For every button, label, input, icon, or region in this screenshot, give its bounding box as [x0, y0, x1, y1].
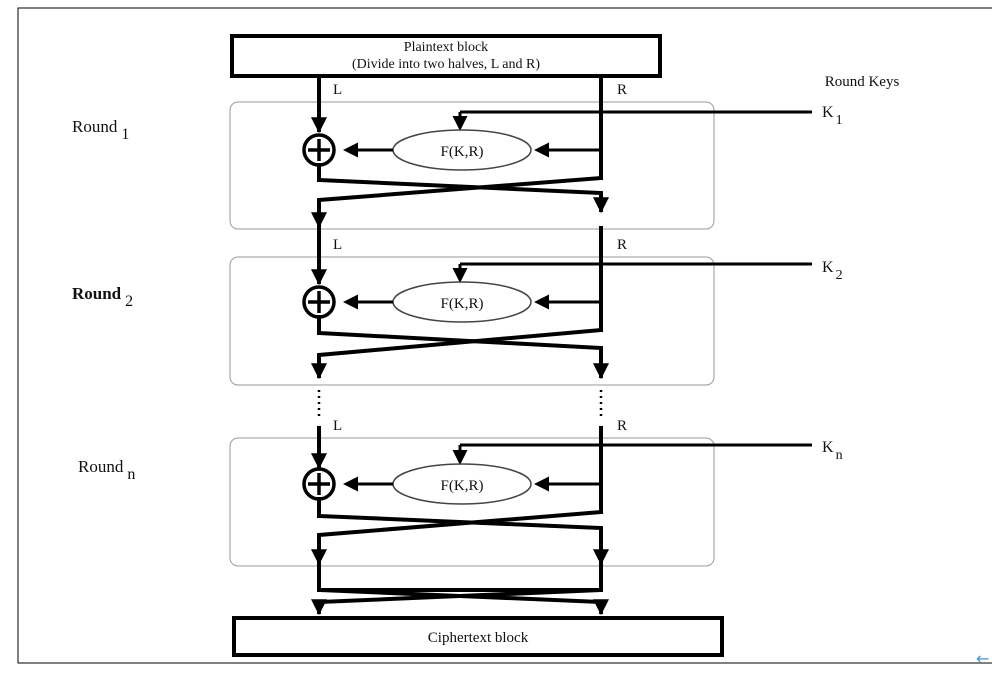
plaintext-subtitle: (Divide into two halves, L and R): [352, 57, 540, 72]
round-1-right-label: R: [617, 82, 627, 98]
return-arrow-icon: ←: [976, 649, 989, 668]
round-2-box: [229, 256, 715, 386]
ellipsis-connector: [317, 390, 603, 418]
round-2-right-label: R: [617, 237, 627, 253]
round-1-box: [229, 101, 715, 230]
round-2-left-label: L: [333, 237, 342, 253]
final-swap: [311, 564, 609, 616]
round-n-f-label: F(K,R): [441, 478, 484, 494]
round-1-f-label: F(K,R): [441, 144, 484, 160]
round-n-left-label: L: [333, 418, 342, 434]
round-2-f-label: F(K,R): [441, 296, 484, 312]
plaintext-title: Plaintext block: [404, 40, 488, 55]
round-n-xor-icon: [302, 467, 336, 501]
round-1-left-label: L: [333, 82, 342, 98]
ciphertext-label: Ciphertext block: [428, 630, 529, 646]
ciphertext-block: Ciphertext block: [232, 616, 724, 657]
round-n-right-label: R: [617, 418, 627, 434]
round-2-xor-icon: [302, 285, 336, 319]
plaintext-block: Plaintext block (Divide into two halves,…: [230, 34, 662, 78]
outer-frame: [17, 7, 992, 664]
round-n-box: [229, 437, 715, 567]
round-keys-label: Round Keys: [825, 74, 900, 90]
round-1-xor-icon: [302, 133, 336, 167]
